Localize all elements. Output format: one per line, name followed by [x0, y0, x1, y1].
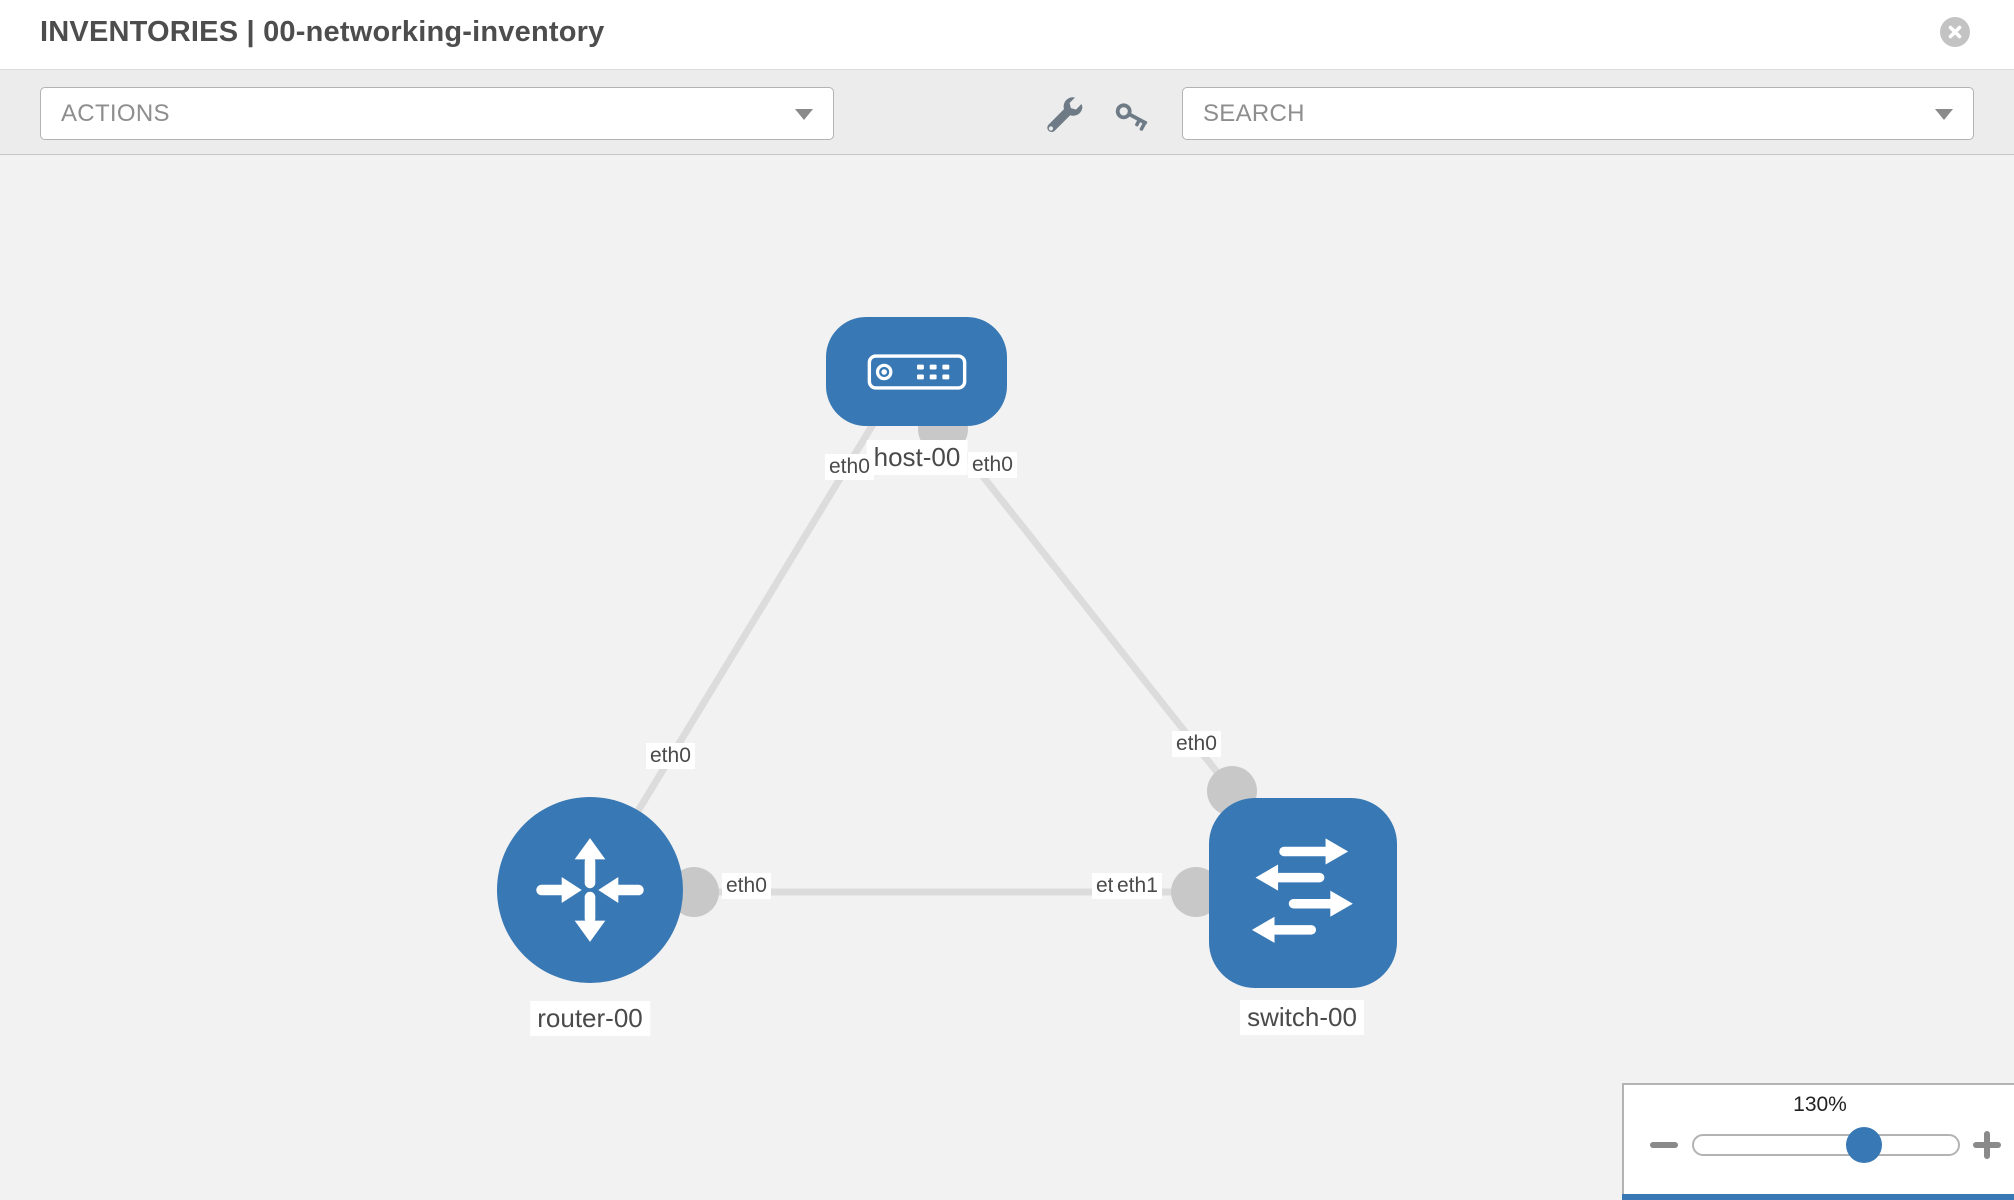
wrench-icon — [1047, 97, 1083, 133]
zoom-in-button[interactable] — [1973, 1131, 2001, 1159]
key-icon — [1115, 103, 1148, 131]
bottom-panel-edge — [1622, 1194, 2014, 1200]
chevron-down-icon — [795, 108, 813, 120]
topology-canvas[interactable]: host-00 router-00 switch-00 eth0 eth0 et… — [0, 155, 2014, 1200]
node-label-router: router-00 — [530, 1001, 650, 1036]
close-button[interactable] — [1940, 17, 1970, 47]
route-arrows-icon — [536, 838, 644, 942]
iface-label-router-right: eth0 — [722, 873, 771, 899]
node-label-host: host-00 — [866, 440, 968, 475]
credentials-button[interactable] — [1112, 97, 1152, 137]
node-router-00[interactable] — [497, 797, 683, 983]
actions-dropdown-label: ACTIONS — [61, 99, 170, 127]
node-label-switch: switch-00 — [1240, 1000, 1364, 1035]
link-host-switch[interactable] — [940, 423, 1235, 794]
switch-arrows-icon — [1251, 838, 1353, 943]
actions-dropdown[interactable]: ACTIONS — [40, 87, 834, 140]
iface-label-host-right: eth0 — [968, 452, 1017, 478]
zoom-out-button[interactable] — [1650, 1138, 1678, 1152]
zoom-slider-track[interactable] — [1692, 1134, 1960, 1156]
links-layer — [587, 419, 1303, 896]
iface-label-host-left: eth0 — [825, 454, 874, 480]
zoom-slider-handle[interactable] — [1846, 1127, 1882, 1163]
page-header: INVENTORIES | 00-networking-inventory — [0, 0, 2014, 69]
node-switch-00[interactable] — [1209, 798, 1397, 988]
iface-label-switch-top: eth0 — [1172, 731, 1221, 757]
tools-button[interactable] — [1044, 97, 1084, 137]
page-title: INVENTORIES | 00-networking-inventory — [40, 16, 605, 48]
node-host-00[interactable] — [826, 317, 1007, 426]
search-input[interactable] — [1203, 99, 1953, 128]
toolbar: ACTIONS — [0, 69, 2014, 155]
iface-label-switch-left: eth1 — [1113, 873, 1162, 899]
search-dropdown[interactable] — [1182, 87, 1974, 140]
zoom-control-panel: 130% — [1622, 1083, 2014, 1200]
close-icon — [1948, 25, 1962, 39]
server-icon — [867, 353, 966, 390]
minus-icon — [1650, 1142, 1678, 1148]
iface-label-router-top: eth0 — [646, 743, 695, 769]
zoom-level-label: 130% — [1793, 1093, 1847, 1116]
chevron-down-icon — [1935, 108, 1953, 120]
